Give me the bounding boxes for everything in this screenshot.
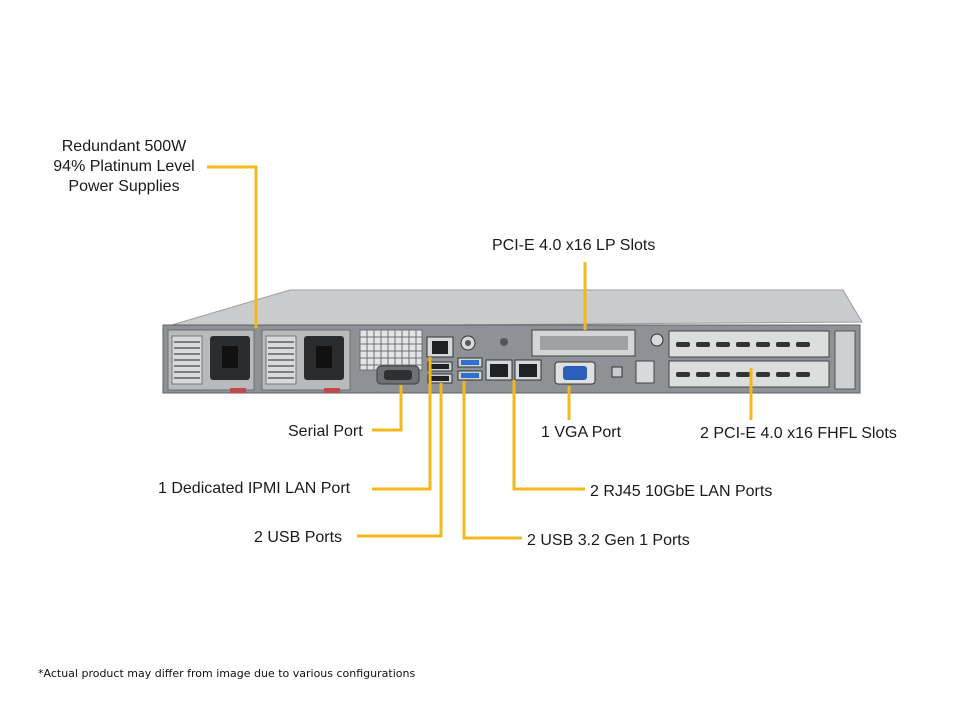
callout-rj45	[512, 380, 585, 491]
label-usb-ports: 2 USB Ports	[254, 529, 343, 546]
vga-port-connector	[554, 361, 596, 385]
label-usb32-ports: 2 USB 3.2 Gen 1 Ports	[527, 532, 690, 549]
label-power-supplies: Redundant 500W 94% Platinum Level Power …	[53, 138, 195, 195]
rear-vent-grid	[359, 329, 423, 371]
chassis-top-surface	[164, 289, 863, 328]
pcie-lp-slot-bracket	[531, 329, 636, 357]
serial-port-connector	[376, 365, 420, 385]
power-supply-1	[167, 329, 255, 393]
label-rj45-lan-ports: 2 RJ45 10GbE LAN Ports	[590, 483, 773, 500]
usb32-ports-connector	[457, 357, 483, 381]
label-ipmi-lan-port: 1 Dedicated IPMI LAN Port	[158, 480, 351, 497]
label-fhfl-slots: 2 PCI-E 4.0 x16 FHFL Slots	[700, 425, 897, 442]
power-supply-2	[261, 329, 351, 393]
rj45-lan-ports-connector	[485, 359, 542, 381]
label-vga-port: 1 VGA Port	[541, 424, 622, 441]
callout-lines	[207, 165, 753, 540]
label-pcie-lp-slots: PCI-E 4.0 x16 LP Slots	[492, 237, 656, 254]
pcie-fhfl-slot-brackets	[668, 330, 830, 388]
disclaimer-text: *Actual product may differ from image du…	[38, 667, 416, 680]
label-serial-port: Serial Port	[288, 423, 363, 440]
callout-ipmi	[372, 357, 432, 491]
callout-power-supplies	[207, 165, 258, 328]
chassis-handle	[834, 330, 856, 390]
callout-usb	[357, 383, 443, 538]
callout-serial	[372, 385, 403, 432]
usb-ports-connector	[427, 361, 453, 384]
callout-usb32	[462, 381, 522, 540]
ipmi-lan-port-connector	[426, 336, 454, 358]
